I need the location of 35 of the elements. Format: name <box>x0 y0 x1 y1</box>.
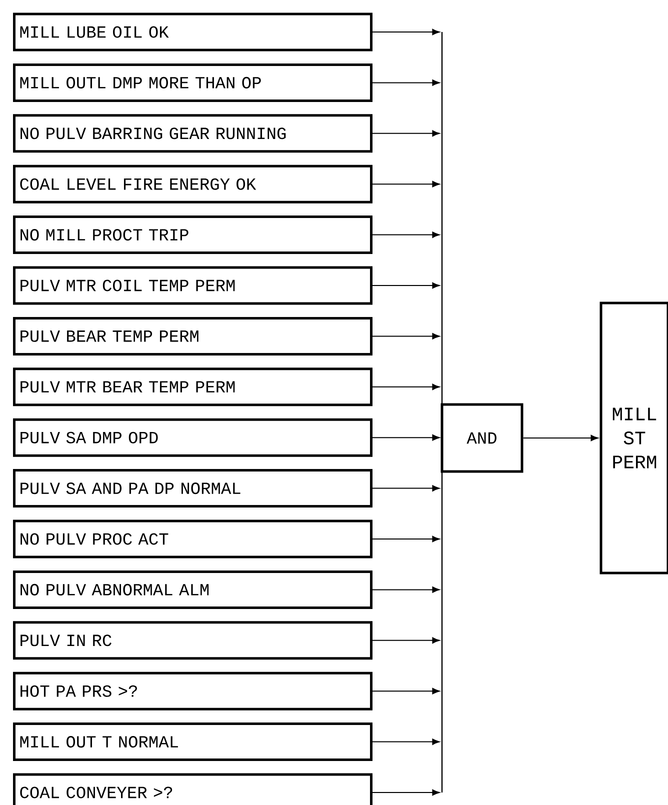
output-box: MILL ST PERM <box>600 302 668 574</box>
arrow <box>372 80 440 86</box>
condition-box: MILL LUBE OIL OK <box>13 12 372 52</box>
arrow <box>372 282 440 289</box>
arrow <box>372 384 440 390</box>
arrow <box>372 738 440 745</box>
arrow <box>372 232 440 238</box>
condition-box: NO PULV BARRING GEAR RUNNING <box>13 114 372 153</box>
condition-box: PULV IN RC <box>13 621 372 660</box>
arrow <box>522 434 598 442</box>
condition-box: HOT PA PRS >? <box>13 672 372 710</box>
arrow <box>372 688 440 694</box>
condition-box: NO PULV PROC ACT <box>13 520 372 558</box>
arrow <box>372 485 440 492</box>
arrow <box>372 434 440 441</box>
arrow <box>372 28 440 36</box>
condition-box: COAL CONVEYER >? <box>13 773 372 805</box>
condition-box: PULV SA DMP OPD <box>13 418 372 457</box>
condition-box: COAL LEVEL FIRE ENERGY OK <box>13 164 372 204</box>
condition-box: PULV MTR COIL TEMP PERM <box>13 266 372 305</box>
arrow <box>372 333 440 340</box>
logic-gate-box: AND <box>440 403 524 473</box>
condition-box: PULV BEAR TEMP PERM <box>13 316 372 356</box>
arrow <box>372 536 440 542</box>
condition-box: NO PULV ABNORMAL ALM <box>13 570 372 609</box>
condition-box: PULV MTR BEAR TEMP PERM <box>13 368 372 406</box>
condition-box: MILL OUT T NORMAL <box>13 722 372 762</box>
arrow <box>372 586 440 593</box>
arrow <box>372 181 440 188</box>
arrow <box>372 637 440 644</box>
condition-box: NO MILL PROCT TRIP <box>13 216 372 254</box>
condition-box: PULV SA AND PA DP NORMAL <box>13 469 372 508</box>
arrow <box>372 789 440 796</box>
condition-box: MILL OUTL DMP MORE THAN OP <box>13 63 372 102</box>
arrow <box>372 130 440 137</box>
